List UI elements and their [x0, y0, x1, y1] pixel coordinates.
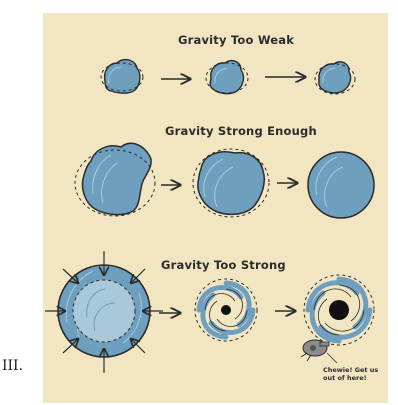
weak-rock-3 [315, 62, 355, 94]
collapsing-rock [45, 251, 163, 373]
weak-rock-1 [101, 60, 143, 94]
speech-note: Chewie! Get us out of here! [323, 366, 378, 382]
diagram-drawing [43, 13, 388, 403]
swirling-vortex [195, 279, 257, 341]
strong-enough-rock-1 [75, 143, 155, 216]
strong-enough-rock-2 [193, 149, 269, 217]
black-hole [304, 275, 374, 345]
figure-label: III. [2, 358, 23, 374]
falcon-ship-icon [301, 340, 337, 363]
diagram-panel: Gravity Too Weak Gravity Strong Enough G… [43, 13, 388, 403]
weak-rock-2 [206, 61, 248, 94]
strong-enough-sphere [308, 152, 374, 218]
